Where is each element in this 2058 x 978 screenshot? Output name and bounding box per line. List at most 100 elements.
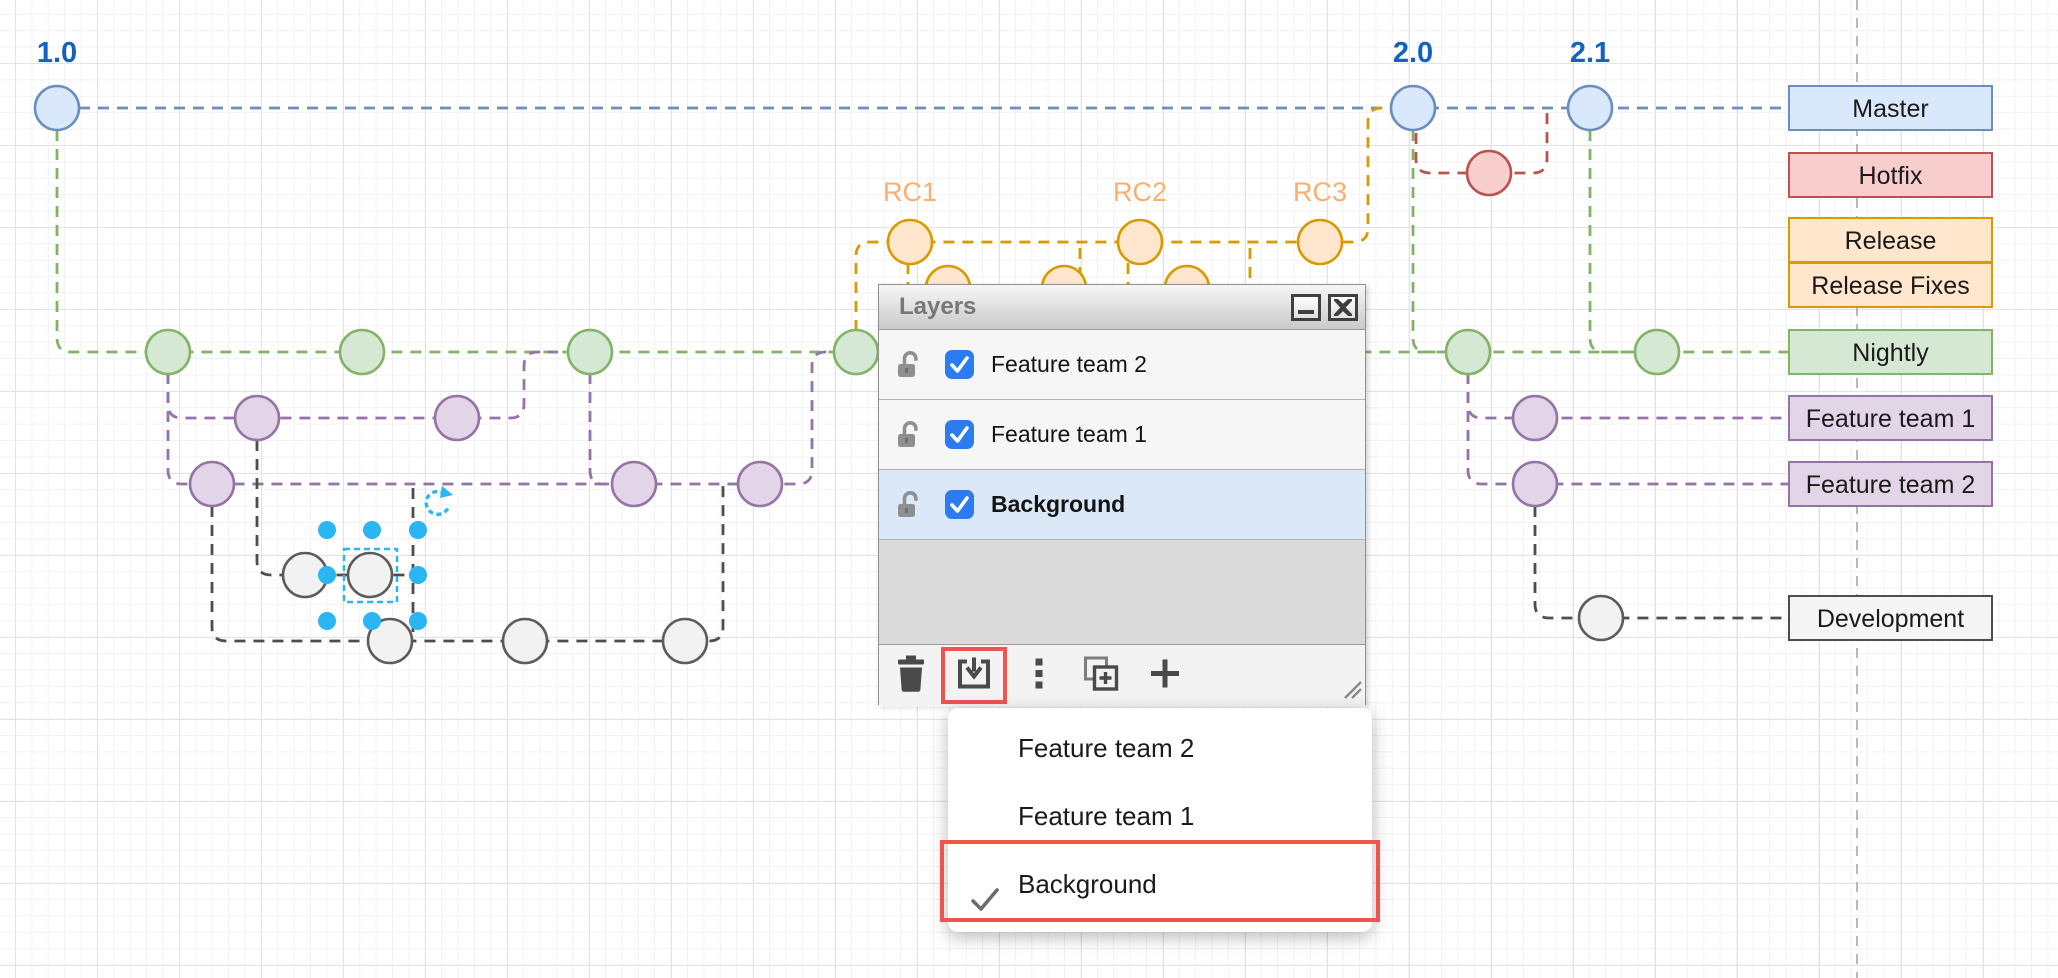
menu-item-feature-team-1[interactable]: Feature team 1 [948, 782, 1372, 850]
graph-node[interactable] [661, 617, 709, 665]
selection-handle[interactable] [363, 612, 381, 630]
move-to-layer-menu[interactable]: Feature team 2 Feature team 1 Background [940, 708, 1380, 932]
layer-visibility-checkbox[interactable] [945, 490, 974, 519]
menu-item-label: Feature team 1 [1018, 801, 1195, 831]
graph-node[interactable] [1511, 394, 1559, 442]
graph-node[interactable] [736, 460, 784, 508]
menu-item-background[interactable]: Background [948, 850, 1372, 918]
graph-node[interactable] [1296, 218, 1344, 266]
lock-open-icon[interactable] [893, 350, 923, 379]
layer-row-feature-team-1[interactable]: Feature team 1 [879, 400, 1365, 470]
duplicate-layer-icon[interactable] [1084, 656, 1119, 696]
branch-edge-ft2-branch-mid[interactable] [588, 373, 614, 486]
trash-icon[interactable] [895, 655, 927, 698]
selection-handle[interactable] [409, 612, 427, 630]
move-selection-to-icon[interactable] [956, 657, 992, 696]
menu-check-icon [970, 870, 1000, 938]
branch-label-text: Feature team 2 [1806, 471, 1976, 499]
branch-label-box[interactable] [1788, 595, 1993, 641]
graph-node[interactable] [1389, 84, 1437, 132]
rc-label: RC2 [1113, 177, 1167, 207]
menu-item-label: Background [1018, 869, 1157, 899]
branch-edge-ft2-right[interactable] [1466, 373, 1789, 486]
rotate-handle-icon[interactable] [424, 489, 451, 517]
branch-edge-dev-right[interactable] [1533, 506, 1789, 620]
more-vertical-icon[interactable] [1034, 658, 1044, 695]
layers-panel-title: Layers [899, 293, 977, 320]
branch-label-box[interactable] [1788, 152, 1993, 198]
graph-node[interactable] [832, 328, 880, 376]
graph-node[interactable] [566, 328, 614, 376]
branch-label-text: Nightly [1852, 339, 1929, 367]
graph-node[interactable] [1465, 149, 1513, 197]
graph-node[interactable] [188, 460, 236, 508]
layer-visibility-checkbox[interactable] [945, 350, 974, 379]
graph-node[interactable] [886, 218, 934, 266]
layer-list: Feature team 2 Feature team 1 Background [879, 330, 1365, 540]
selection-handle[interactable] [409, 566, 427, 584]
graph-node[interactable] [33, 84, 81, 132]
lock-open-icon[interactable] [893, 490, 923, 519]
close-icon[interactable] [1328, 293, 1358, 321]
menu-item-feature-team-2[interactable]: Feature team 2 [948, 714, 1372, 782]
selection-handle[interactable] [318, 566, 336, 584]
selection-handle[interactable] [318, 521, 336, 539]
layers-panel[interactable]: Layers Feature team 2 Feature team 1 Bac… [878, 284, 1366, 707]
rc-label: RC1 [883, 177, 937, 207]
branch-edge-ft1-left[interactable] [166, 350, 558, 420]
branch-label-text: Release Fixes [1811, 272, 1969, 300]
rotate-handle-arrow[interactable] [440, 486, 453, 498]
menu-item-label: Feature team 2 [1018, 733, 1195, 763]
layer-list-empty-area [879, 540, 1365, 644]
graph-node[interactable] [233, 394, 281, 442]
graph-node[interactable] [1116, 218, 1164, 266]
layer-row-background[interactable]: Background [879, 470, 1365, 540]
graph-node[interactable] [1511, 460, 1559, 508]
selection-handle[interactable] [409, 521, 427, 539]
branch-label-text: Master [1852, 95, 1928, 123]
graph-node[interactable] [338, 328, 386, 376]
graph-node[interactable] [1444, 328, 1492, 376]
add-layer-icon[interactable] [1148, 657, 1182, 696]
branch-label-box[interactable] [1788, 395, 1993, 441]
layers-panel-titlebar[interactable]: Layers [879, 285, 1365, 330]
branch-label-text: Feature team 1 [1806, 405, 1976, 433]
graph-node[interactable] [1577, 594, 1625, 642]
branch-label-box[interactable] [1788, 329, 1993, 375]
branch-label-box[interactable] [1788, 262, 1993, 308]
branch-label-box[interactable] [1788, 461, 1993, 507]
graph-node[interactable] [610, 460, 658, 508]
layer-label: Feature team 1 [991, 421, 1147, 447]
resize-grip-icon[interactable] [1342, 679, 1362, 704]
branch-edge-ft1-right[interactable] [1466, 373, 1789, 420]
selection-handle[interactable] [363, 521, 381, 539]
graph-node[interactable] [346, 551, 394, 599]
lock-open-icon[interactable] [893, 420, 923, 449]
selection-rect [342, 547, 399, 604]
graph-node[interactable] [433, 394, 481, 442]
layer-visibility-checkbox[interactable] [945, 420, 974, 449]
graph-node[interactable] [1633, 328, 1681, 376]
branch-label-text: Hotfix [1859, 162, 1923, 190]
graph-node[interactable] [144, 328, 192, 376]
branch-edge-nightly-line[interactable] [55, 130, 1789, 354]
graph-node[interactable] [501, 617, 549, 665]
branch-label-box[interactable] [1788, 85, 1993, 131]
branch-edge-nightly-merge-2-0[interactable] [1411, 130, 1452, 354]
branch-edge-nightly-merge-2-1[interactable] [1588, 130, 1642, 354]
branch-edge-ft2-left[interactable] [166, 350, 843, 486]
minimize-icon[interactable] [1291, 293, 1321, 321]
branch-label-text: Development [1817, 605, 1964, 633]
selection-handle[interactable] [318, 612, 336, 630]
branch-label-text: Release [1845, 227, 1937, 255]
graph-node[interactable] [1566, 84, 1614, 132]
layers-toolbar [879, 644, 1365, 707]
branch-edge-dev-lower[interactable] [210, 486, 725, 643]
branch-edge-release-line[interactable] [854, 106, 1397, 331]
layer-row-feature-team-2[interactable]: Feature team 2 [879, 330, 1365, 400]
layer-label: Feature team 2 [991, 351, 1147, 377]
graph-node[interactable] [366, 617, 414, 665]
branch-edge-dev-upper[interactable] [255, 440, 407, 577]
